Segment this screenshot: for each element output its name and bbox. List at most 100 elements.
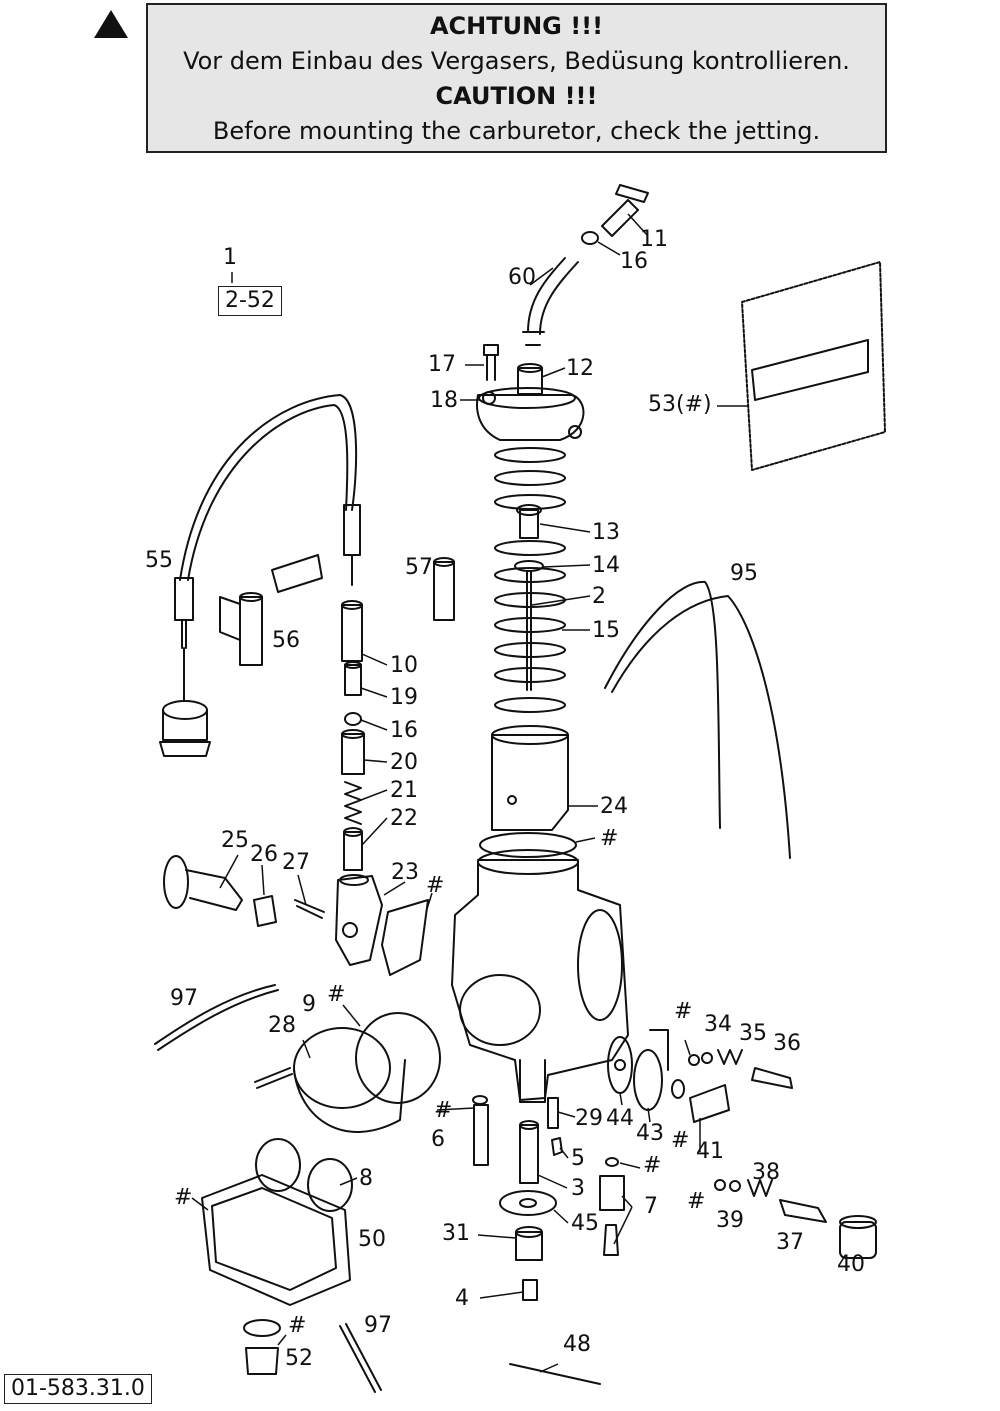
callout-53: 53(#) <box>648 392 712 417</box>
part-2-needle <box>526 571 532 691</box>
part-11-screw <box>601 184 649 237</box>
callout-14: 14 <box>592 553 620 578</box>
part-57-pin <box>433 557 455 621</box>
callout-60: 60 <box>508 265 536 290</box>
part-26-nut <box>253 895 277 927</box>
callout-19: 19 <box>390 685 418 710</box>
callout-12: 12 <box>566 356 594 381</box>
part-97a-hose <box>154 984 279 1051</box>
part-gasket-ring <box>479 832 577 858</box>
callout-hash-4: # <box>674 999 693 1024</box>
part-28-screw <box>254 1067 293 1089</box>
callout-55: 55 <box>145 548 173 573</box>
callout-24: 24 <box>600 794 628 819</box>
callout-97a: 97 <box>170 986 198 1011</box>
part-14-washer <box>514 560 544 572</box>
part-16-nut <box>581 231 599 245</box>
part-39-washer <box>729 1180 741 1192</box>
callout-57: 57 <box>405 555 433 580</box>
callout-17: 17 <box>428 352 456 377</box>
part-23-housing <box>335 874 429 976</box>
callout-assembly-range: 2-52 <box>218 286 282 316</box>
callout-hash-3: # <box>327 982 346 1007</box>
warning-triangle-icon <box>94 10 128 38</box>
part-31-jet <box>515 1226 543 1261</box>
part-24-slide <box>491 725 569 831</box>
part-4-jet <box>522 1279 538 1301</box>
callout-95: 95 <box>730 561 758 586</box>
callout-hash-10: # <box>288 1313 307 1338</box>
callout-31: 31 <box>442 1221 470 1246</box>
part-21-spring <box>344 781 362 825</box>
callout-1: 1 <box>223 245 237 270</box>
callout-39: 39 <box>716 1208 744 1233</box>
callout-21: 21 <box>390 778 418 803</box>
callout-5: 5 <box>571 1146 585 1171</box>
part-19-screw <box>344 661 362 696</box>
caution-title-de: ACHTUNG !!! <box>429 12 604 40</box>
part-48-rod <box>509 1363 601 1385</box>
callout-52: 52 <box>285 1346 313 1371</box>
callout-34: 34 <box>704 1012 732 1037</box>
part-40-knob <box>839 1215 877 1259</box>
part-20-fitting <box>341 729 365 775</box>
callout-16a: 16 <box>620 249 648 274</box>
part-27-screw <box>294 899 325 919</box>
callout-13: 13 <box>592 520 620 545</box>
callout-hash-9: # <box>174 1185 193 1210</box>
callout-3: 3 <box>571 1176 585 1201</box>
part-36-screw <box>751 1067 793 1089</box>
callout-26: 26 <box>250 842 278 867</box>
part-53-bag <box>741 261 886 471</box>
callout-hash-5: # <box>434 1098 453 1123</box>
callout-44: 44 <box>606 1106 634 1131</box>
part-37-screw <box>779 1199 827 1223</box>
callout-11: 11 <box>640 227 668 252</box>
part-3-jet <box>519 1120 539 1184</box>
part-25-valve <box>163 855 243 911</box>
part-97b-hose <box>339 1323 382 1393</box>
callout-10: 10 <box>390 653 418 678</box>
callout-20: 20 <box>390 750 418 775</box>
callout-36: 36 <box>773 1031 801 1056</box>
callout-28: 28 <box>268 1013 296 1038</box>
caution-text-en: Before mounting the carburetor, check th… <box>212 117 821 145</box>
callout-35: 35 <box>739 1021 767 1046</box>
callout-27: 27 <box>282 850 310 875</box>
part-16b-nut <box>344 712 362 726</box>
part-17-screw <box>483 344 499 381</box>
drawing-number: 01-583.31.0 <box>4 1374 152 1404</box>
callout-45: 45 <box>571 1211 599 1236</box>
callout-56: 56 <box>272 628 300 653</box>
part-95-hose <box>604 580 791 859</box>
callout-hash-7: # <box>643 1153 662 1178</box>
callout-97b: 97 <box>364 1313 392 1338</box>
callout-6: 6 <box>431 1127 445 1152</box>
callout-4: 4 <box>455 1286 469 1311</box>
part-38-spring <box>747 1179 773 1197</box>
part-50-float-bowl <box>201 1174 351 1306</box>
callout-38: 38 <box>752 1160 780 1185</box>
part-43-cover <box>633 1029 669 1111</box>
callout-2: 2 <box>592 584 606 609</box>
callout-29: 29 <box>575 1106 603 1131</box>
callout-16b: 16 <box>390 718 418 743</box>
callout-8: 8 <box>359 1166 373 1191</box>
part-5-clip <box>551 1137 563 1156</box>
callout-7: 7 <box>644 1194 658 1219</box>
part-7-valve <box>599 1157 625 1256</box>
callout-23: 23 <box>391 860 419 885</box>
part-44-plate <box>607 1036 633 1094</box>
part-34-washer <box>688 1054 700 1066</box>
part-52-plug <box>243 1319 281 1375</box>
callout-40: 40 <box>837 1252 865 1277</box>
callout-hash-2: # <box>426 873 445 898</box>
callout-15: 15 <box>592 618 620 643</box>
part-60-tube <box>522 257 579 346</box>
callout-9: 9 <box>302 992 316 1017</box>
part-12-fitting <box>517 363 543 395</box>
part-35-spring <box>717 1049 743 1065</box>
callout-25: 25 <box>221 828 249 853</box>
callout-43: 43 <box>636 1121 664 1146</box>
